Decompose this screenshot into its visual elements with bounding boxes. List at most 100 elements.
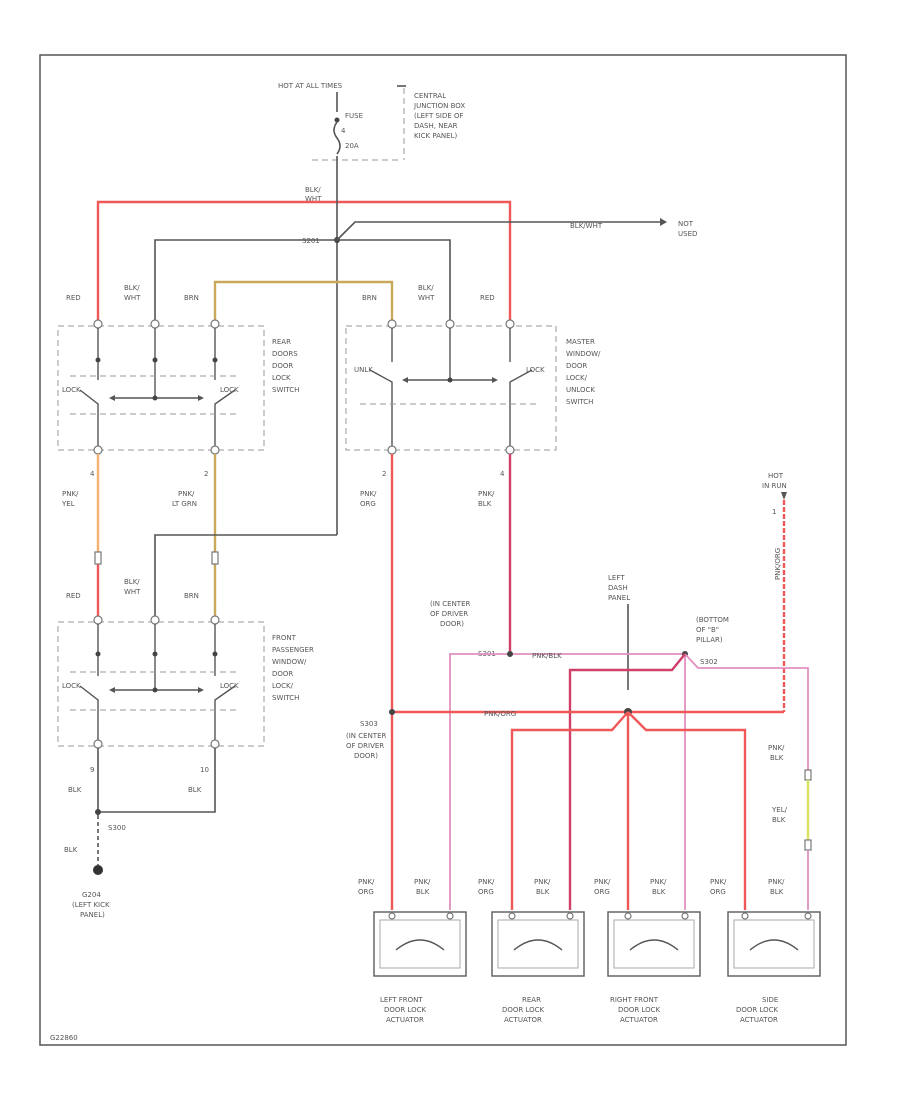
fp-title-4: DOOR bbox=[272, 670, 293, 678]
fp-lock-left: LOCK bbox=[62, 682, 81, 690]
fp-contact-c bbox=[152, 651, 158, 657]
not-used-arrow bbox=[660, 218, 667, 226]
master-wire-blkwht-2: WHT bbox=[418, 294, 435, 302]
fp-arrow-l bbox=[109, 687, 115, 693]
fp-arrow-r bbox=[198, 687, 204, 693]
not-used-wire bbox=[336, 221, 660, 241]
fuse-element bbox=[333, 121, 341, 155]
left-dash-panel-1: LEFT bbox=[608, 574, 625, 582]
fp-out-right: BLK bbox=[188, 786, 202, 794]
master-out-left-2: ORG bbox=[360, 500, 376, 508]
rear-link-arrow-r bbox=[198, 395, 204, 401]
act3-inner bbox=[613, 919, 695, 969]
fp-out-left: BLK bbox=[68, 786, 82, 794]
rear-term-blkwht bbox=[150, 319, 160, 329]
splice-s303-label: S303 bbox=[360, 720, 378, 728]
fp-contact-l bbox=[95, 651, 101, 657]
fp-term-blkwht bbox=[150, 615, 160, 625]
fp-out-term-l bbox=[93, 739, 103, 749]
rear-wire-red: RED bbox=[66, 294, 81, 302]
pnk-org-drop-rear bbox=[510, 711, 629, 910]
junction-box-line-1: CENTRAL bbox=[414, 92, 446, 100]
master-out-term-l bbox=[387, 445, 397, 455]
fp-lock-right: LOCK bbox=[220, 682, 239, 690]
rear-blade-right bbox=[214, 389, 236, 450]
act3-body bbox=[607, 911, 701, 977]
act1-w1-2: ORG bbox=[358, 888, 374, 896]
act4-name-2: DOOR LOCK bbox=[736, 1006, 779, 1014]
actuator-right-front: PNK/ ORG PNK/ BLK RIGHT FRONT DOOR LOCK … bbox=[594, 878, 701, 1024]
rear-out-right-1: PNK/ bbox=[178, 490, 195, 498]
rc-yel-blk-2: BLK bbox=[772, 816, 786, 824]
act4-pin2 bbox=[804, 912, 812, 920]
master-term-red bbox=[505, 319, 515, 329]
rear-title-3: DOOR bbox=[272, 362, 293, 370]
act3-w1-2: ORG bbox=[594, 888, 610, 896]
fp-term-brn bbox=[210, 615, 220, 625]
act4-w1-1: PNK/ bbox=[710, 878, 727, 886]
act2-pin2 bbox=[566, 912, 574, 920]
rear-title-1: REAR bbox=[272, 338, 291, 346]
fp-title-2: PASSENGER bbox=[272, 646, 314, 654]
master-out-left-1: PNK/ bbox=[360, 490, 377, 498]
left-dash-panel-2: DASH bbox=[608, 584, 628, 592]
rear-wire-blkwht-2: WHT bbox=[124, 294, 141, 302]
act1-body bbox=[373, 911, 467, 977]
act2-w1-1: PNK/ bbox=[478, 878, 495, 886]
fuse-label: FUSE bbox=[345, 112, 363, 120]
act1-pin1 bbox=[388, 912, 396, 920]
hot-at-all-times-label: HOT AT ALL TIMES bbox=[278, 82, 343, 90]
splice-s301 bbox=[507, 651, 513, 657]
master-title-1: MASTER bbox=[566, 338, 595, 346]
act3-w1-1: PNK/ bbox=[594, 878, 611, 886]
master-term-brn bbox=[387, 319, 397, 329]
master-title-4: LOCK/ bbox=[566, 374, 588, 382]
not-used-line-2: USED bbox=[678, 230, 697, 238]
master-wire-blkwht-1: BLK/ bbox=[418, 284, 434, 292]
rear-contact-r bbox=[212, 357, 218, 363]
rear-term-red bbox=[93, 319, 103, 329]
main-wire-label-2: WHT bbox=[305, 195, 322, 203]
pnk-org-bus-label: PNK/ORG bbox=[484, 710, 516, 718]
fp-pin-left: 9 bbox=[90, 766, 94, 774]
act2-name-1: REAR bbox=[522, 996, 541, 1004]
diagram-id: G22860 bbox=[50, 1034, 78, 1042]
master-pin-right: 4 bbox=[500, 470, 505, 478]
not-used-wire-label: BLK/WHT bbox=[570, 222, 603, 230]
b-pillar-3: PILLAR) bbox=[696, 636, 723, 644]
g204-line-2: (LEFT KICK bbox=[72, 901, 110, 909]
master-lock-left: UNLK bbox=[354, 366, 373, 374]
splice-s201-label: S201 bbox=[302, 237, 320, 245]
splice-s300 bbox=[95, 809, 101, 815]
rear-lock-right: LOCK bbox=[220, 386, 239, 394]
act4-inner bbox=[733, 919, 815, 969]
rear-out-term-l bbox=[93, 445, 103, 455]
master-blade-l bbox=[369, 369, 393, 450]
act1-pin2 bbox=[446, 912, 454, 920]
act3-name-1: RIGHT FRONT bbox=[610, 996, 659, 1004]
act1-w2-1: PNK/ bbox=[414, 878, 431, 886]
fp-title-6: SWITCH bbox=[272, 694, 299, 702]
g204-line-3: PANEL) bbox=[80, 911, 105, 919]
act2-w2-1: PNK/ bbox=[534, 878, 551, 886]
master-switch-box bbox=[345, 325, 557, 451]
act3-pin2 bbox=[681, 912, 689, 920]
master-wire-red: RED bbox=[480, 294, 495, 302]
rc-connector-bot bbox=[804, 839, 812, 851]
fuse-top-terminal bbox=[334, 117, 340, 123]
fp-title-5: LOCK/ bbox=[272, 682, 294, 690]
relay-wire-label: PNK/ORG bbox=[774, 548, 782, 580]
rear-door-switch-box bbox=[57, 325, 265, 451]
connector-c1 bbox=[94, 551, 102, 565]
act4-pin1 bbox=[741, 912, 749, 920]
junction-box-line-3: (LEFT SIDE OF bbox=[414, 112, 464, 120]
act3-w2-1: PNK/ bbox=[650, 878, 667, 886]
act3-name-2: DOOR LOCK bbox=[618, 1006, 661, 1014]
rc-connector-top bbox=[804, 769, 812, 781]
main-wire-label-1: BLK/ bbox=[305, 186, 321, 194]
fp-ground-wires bbox=[97, 748, 216, 813]
pnk-blk-bus-label: PNK/BLK bbox=[532, 652, 562, 660]
master-title-6: SWITCH bbox=[566, 398, 593, 406]
rear-out-left-1: PNK/ bbox=[62, 490, 79, 498]
rear-out-term-r bbox=[210, 445, 220, 455]
